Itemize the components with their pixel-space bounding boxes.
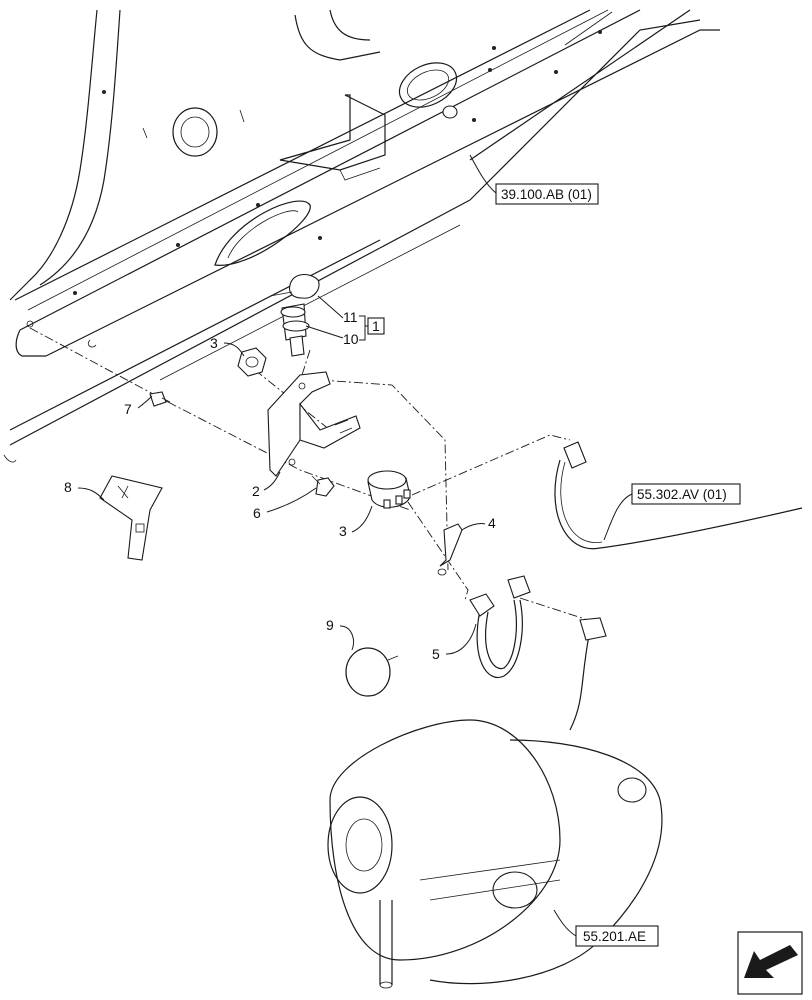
callout-8: 8 — [64, 479, 72, 495]
callout-9: 9 — [326, 617, 334, 633]
kit-reference-box: 1 — [367, 317, 385, 335]
part-2-bracket — [267, 371, 361, 477]
part-3-nut-upper — [237, 347, 267, 377]
assembly-lines — [29, 327, 589, 621]
part-4-strap — [437, 523, 463, 576]
ref-starter-label: 55.201.AE — [583, 929, 646, 944]
starter-motor — [327, 719, 663, 989]
ref-frame[interactable]: 39.100.AB (01) — [495, 183, 599, 205]
callout-5: 5 — [432, 646, 440, 662]
part-10-switch — [280, 303, 310, 357]
ref-harness[interactable]: 55.302.AV (01) — [631, 483, 741, 505]
part-7-screw — [149, 391, 171, 407]
arrow-back-icon[interactable] — [737, 931, 803, 995]
wire-harness — [554, 441, 803, 731]
ref-frame-label: 39.100.AB (01) — [501, 187, 592, 202]
part-9-tie — [345, 647, 399, 697]
part-8-decal — [99, 475, 163, 561]
part-3-relay — [367, 470, 411, 509]
vehicle-frame — [3, 9, 720, 463]
callout-7: 7 — [124, 401, 132, 417]
part-5-cable — [469, 575, 531, 679]
part-11-cap — [269, 274, 320, 299]
ref-harness-label: 55.302.AV (01) — [637, 487, 727, 502]
ref-starter[interactable]: 55.201.AE — [575, 925, 659, 947]
part-6-bolt — [311, 475, 335, 497]
callout-6: 6 — [253, 505, 261, 521]
leader-lines — [77, 154, 633, 937]
callout-3-upper: 3 — [210, 335, 218, 351]
callout-2: 2 — [252, 483, 260, 499]
kit-number: 1 — [372, 318, 380, 334]
callout-10: 10 — [343, 331, 359, 347]
callout-3-lower: 3 — [339, 523, 347, 539]
callout-4: 4 — [488, 515, 496, 531]
callout-11: 11 — [343, 309, 358, 325]
